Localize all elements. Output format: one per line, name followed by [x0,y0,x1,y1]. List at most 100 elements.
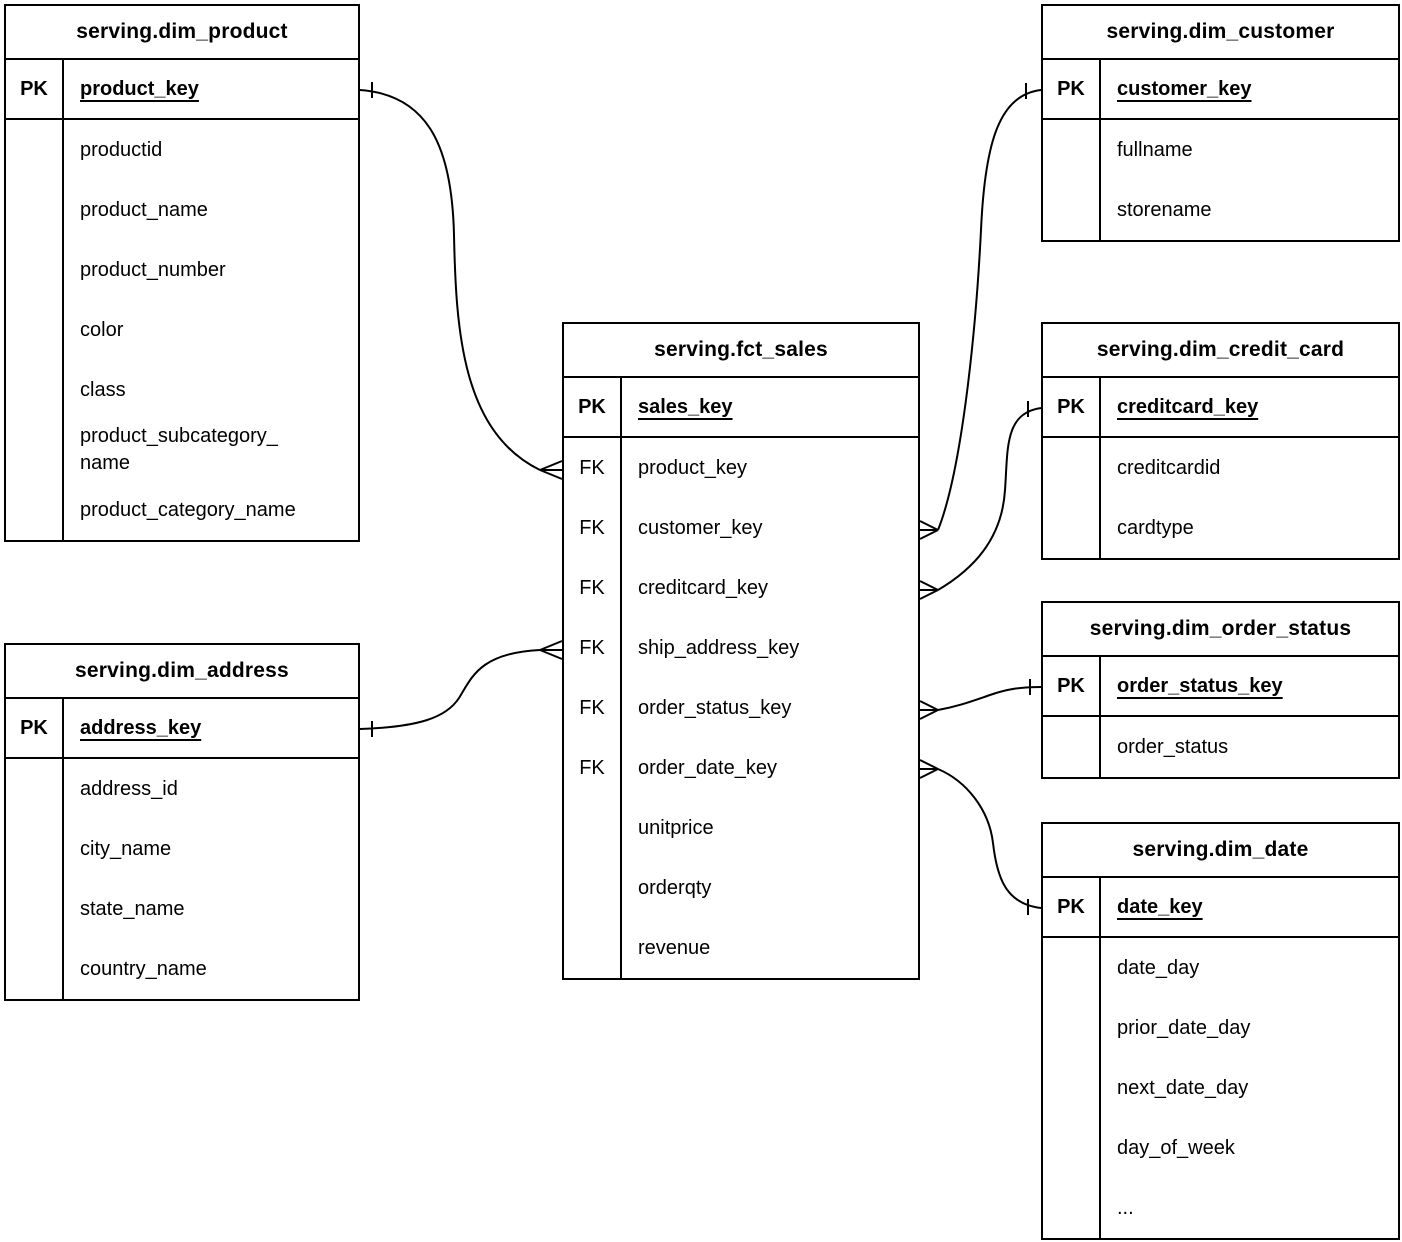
fk-tag [1043,1058,1101,1118]
table-title: serving.dim_order_status [1043,603,1398,657]
field-name: unitprice [638,816,714,839]
field-row: prior_date_day [1043,998,1398,1058]
fk-tag [6,240,64,300]
field-name: next_date_day [1117,1076,1249,1099]
fk-tag [6,180,64,240]
field-name: day_of_week [1117,1136,1235,1159]
relationship-line [937,407,1042,591]
field-row: product_category_name [6,480,358,540]
field-name: color [80,318,124,341]
field-row: product_number [6,240,358,300]
field-name: creditcard_key [638,576,769,599]
fk-tag [1043,717,1101,777]
crow-foot-marker [919,759,939,770]
fk-tag [1043,438,1101,498]
pk-field-name: date_key [1117,895,1203,918]
fk-tag [6,759,64,819]
field-row: revenue [564,918,918,978]
crow-foot-marker [919,768,939,779]
fk-tag [6,120,64,180]
fk-tag [1043,998,1101,1058]
field-row: fullname [1043,120,1398,180]
fk-tag [1043,938,1101,998]
field-row: color [6,300,358,360]
field-row: product_name [6,180,358,240]
field-row: order_status [1043,717,1398,777]
field-row: city_name [6,819,358,879]
crow-foot-marker [919,709,939,720]
fk-tag [6,300,64,360]
fk-tag [564,858,622,918]
fk-tag [564,918,622,978]
field-name: address_id [80,777,178,800]
field-name: order_status [1117,735,1229,758]
field-row: state_name [6,879,358,939]
field-name: cardtype [1117,516,1194,539]
crow-foot-marker [539,649,563,660]
connector-fct_sales.order_status_key--dim_order_status.order_status_key [919,679,1042,720]
connector-fct_sales.ship_address_key--dim_address.address_key [359,640,563,737]
field-name: prior_date_day [1117,1016,1251,1039]
field-row: ... [1043,1178,1398,1238]
pk-field-name: address_key [80,716,202,739]
connector-fct_sales.customer_key--dim_customer.customer_key [919,83,1042,540]
table-title: serving.dim_credit_card [1043,324,1398,378]
table-title: serving.dim_customer [1043,6,1398,60]
field-row: product_subcategory_ name [6,420,358,480]
pk-field-name: creditcard_key [1117,395,1259,418]
table-title: serving.fct_sales [564,324,918,378]
pk-tag: PK [6,699,64,757]
field-name: fullname [1117,138,1193,161]
field-name: creditcardid [1117,456,1221,479]
field-name: order_date_key [638,756,777,779]
field-row: cardtype [1043,498,1398,558]
crow-foot-marker [919,520,939,531]
field-name: country_name [80,957,207,980]
fk-tag [1043,1178,1101,1238]
field-name: revenue [638,936,711,959]
field-row: FK creditcard_key [564,558,918,618]
field-name: ship_address_key [638,636,800,659]
crow-foot-marker [539,640,563,651]
connector-fct_sales.creditcard_key--dim_credit_card.creditcard_key [919,401,1042,600]
field-name: orderqty [638,876,712,899]
crow-foot-marker [919,589,939,600]
field-name: order_status_key [638,696,792,719]
field-row: productid [6,120,358,180]
table-title: serving.dim_date [1043,824,1398,878]
field-name: product_subcategory_ name [80,425,278,474]
fk-tag: FK [564,618,622,678]
pk-tag: PK [6,60,64,118]
pk-tag: PK [1043,878,1101,936]
field-row: class [6,360,358,420]
field-name: productid [80,138,163,161]
fk-tag [6,480,64,540]
crow-foot-marker [539,460,563,471]
crow-foot-marker [919,529,939,540]
pk-field-name: order_status_key [1117,674,1283,697]
primary-key-row: PK date_key [1043,878,1398,938]
field-name: product_number [80,258,226,281]
field-row: day_of_week [1043,1118,1398,1178]
fk-tag [1043,180,1101,240]
field-name: customer_key [638,516,763,539]
field-row: FK ship_address_key [564,618,918,678]
relationship-line [937,686,1042,711]
fk-tag [6,879,64,939]
field-name: date_day [1117,956,1200,979]
fk-tag: FK [564,558,622,618]
